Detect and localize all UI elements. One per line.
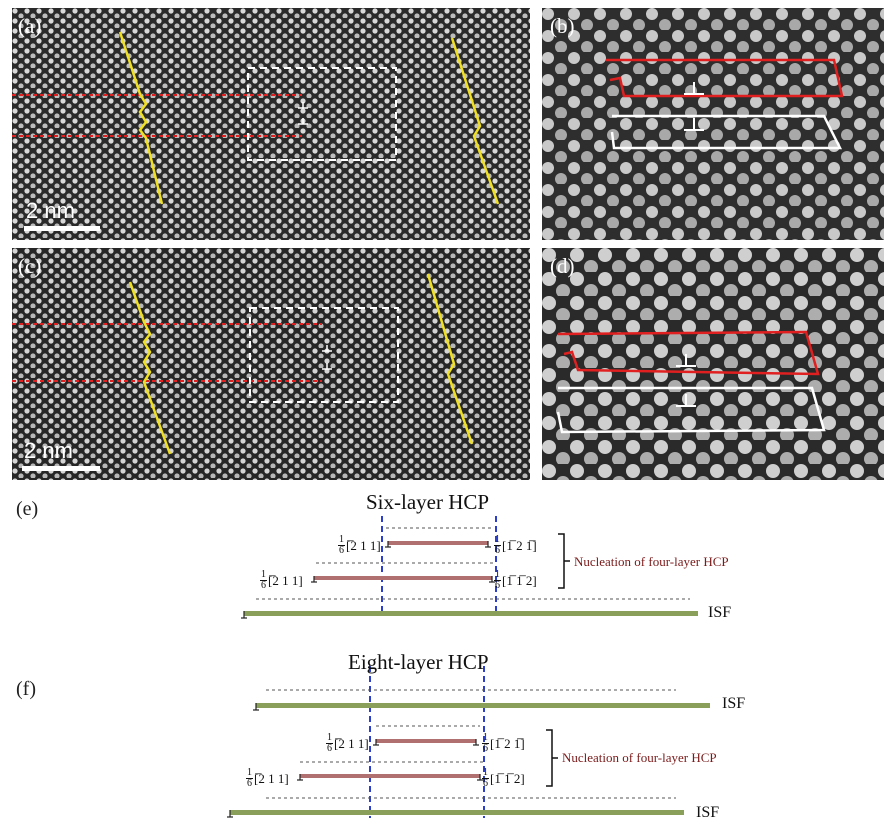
panel-c-svg (12, 248, 530, 480)
schematic-f-label: (f) (16, 678, 36, 700)
yellow-trace-right (450, 37, 500, 205)
white-burgers-circuit (610, 114, 843, 150)
white-burgers-circuit (556, 386, 826, 434)
panel-c-hrtem-image: (c) 2 nm (12, 248, 530, 480)
panel-a-scale-label: 2 nm (26, 198, 75, 223)
yellow-trace-left (128, 281, 172, 455)
bracket-e (558, 533, 570, 589)
panel-c-scale-bar (22, 466, 100, 471)
yellow-trace-left (118, 31, 164, 205)
panel-a-scale-bar (24, 226, 100, 231)
isf-label-f-bottom: ISF (696, 804, 720, 821)
panel-d-label: (d) (550, 254, 575, 278)
boxed-region (247, 67, 397, 161)
fault-band-lower-e (314, 576, 492, 580)
fault-band-upper-e (388, 541, 488, 545)
dislocation-symbols (322, 345, 332, 370)
panel-a-svg (12, 8, 530, 240)
fault-band-lower-f (300, 774, 480, 778)
schematic-e-label: (e) (16, 498, 39, 520)
panel-a-label: (a) (18, 14, 42, 38)
panel-c-label: (c) (18, 254, 42, 278)
dislocation-symbols (676, 354, 696, 407)
dislocation-symbols (298, 102, 308, 125)
isf-band-f-top (256, 703, 710, 708)
panel-b-svg (542, 8, 884, 240)
yellow-trace-right (426, 273, 474, 445)
panel-d-hrtem-zoom: (d) (542, 248, 884, 480)
nucleation-label-e: Nucleation of four-layer HCP (574, 554, 729, 569)
red-burgers-circuit (606, 58, 844, 98)
isf-band-f-bottom (230, 810, 684, 815)
schematic-e-title: Six-layer HCP (366, 490, 490, 514)
panel-d-svg (542, 248, 884, 480)
isf-label-e: ISF (708, 604, 732, 621)
schematic-f-title: Eight-layer HCP (348, 650, 489, 674)
isf-label-f-top: ISF (722, 695, 746, 712)
panel-b-label: (b) (550, 14, 575, 38)
isf-band-e (244, 611, 698, 616)
dislocation-symbols (684, 82, 704, 131)
nucleation-label-f: Nucleation of four-layer HCP (562, 750, 717, 765)
fault-band-upper-f (376, 739, 476, 743)
panel-b-hrtem-zoom: (b) (542, 8, 884, 240)
red-burgers-circuit (557, 330, 820, 376)
panel-a-hrtem-image: (a) 2 nm (12, 8, 530, 240)
bracket-f (546, 729, 558, 787)
panel-c-scale-label: 2 nm (24, 438, 73, 463)
boxed-region (249, 307, 399, 403)
